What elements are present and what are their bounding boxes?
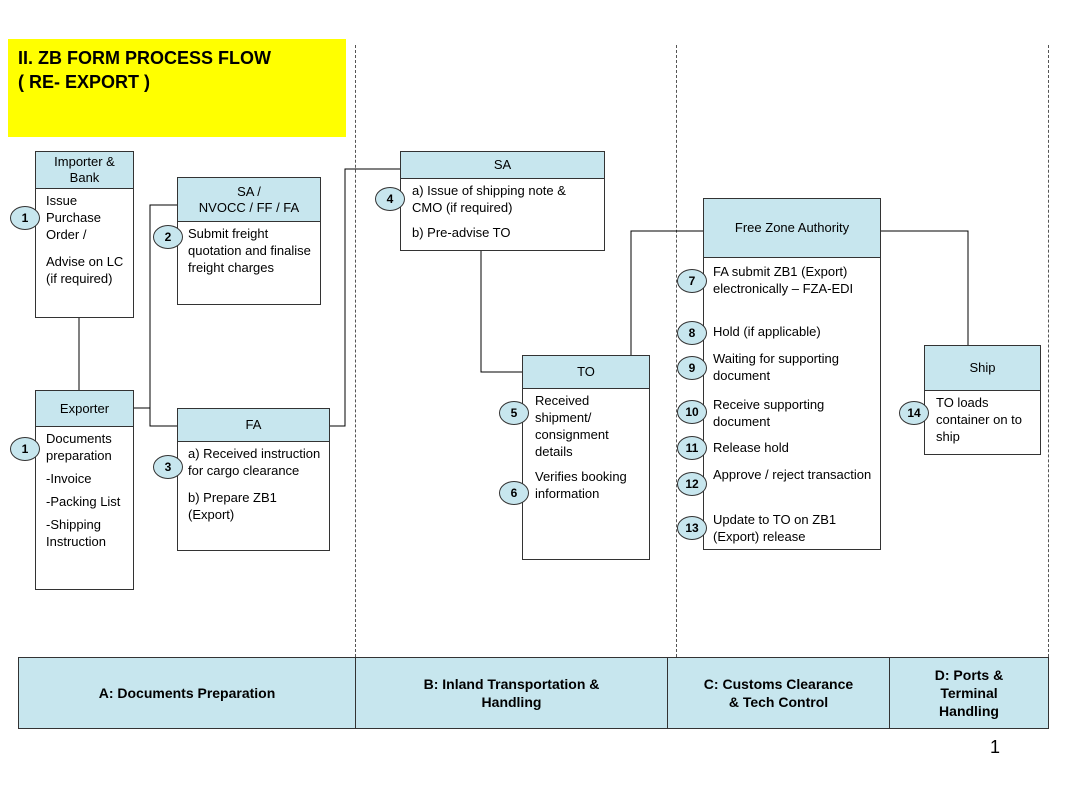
box-sa-nvocc-header: SA / NVOCC / FF / FA — [178, 178, 320, 222]
step-number-9: 9 — [677, 356, 707, 380]
title-line-2: ( RE- EXPORT ) — [18, 72, 151, 92]
step-number-1-importer: 1 — [10, 206, 40, 230]
box-sa-header: SA — [401, 152, 604, 179]
step-number-10: 10 — [677, 400, 707, 424]
box-exporter-header: Exporter — [36, 391, 133, 427]
connector-fza-ship — [881, 230, 969, 345]
fza-item-8: Hold (if applicable) — [713, 324, 821, 339]
box-ship: Ship TO loads container on to ship — [924, 345, 1041, 455]
step-number-7: 7 — [677, 269, 707, 293]
step-number-3: 3 — [153, 455, 183, 479]
step-number-11: 11 — [677, 436, 707, 460]
fza-item-10: Receive supporting document — [713, 397, 825, 429]
column-divider-a-b — [355, 45, 356, 657]
ship-item-1: TO loads container on to ship — [936, 395, 1023, 444]
title-line-1: II. ZB FORM PROCESS FLOW — [18, 48, 271, 68]
page-number: 1 — [990, 737, 1001, 757]
box-ship-header: Ship — [925, 346, 1040, 391]
box-exporter: Exporter Documents preparation -Invoice … — [35, 390, 134, 590]
sa-nvocc-item-1: Submit freight quotation and finalise fr… — [188, 226, 311, 275]
box-importer-header: Importer & Bank — [36, 152, 133, 189]
connector-sa-to — [480, 251, 522, 373]
exporter-item-1: Documents preparation — [46, 431, 112, 463]
box-sa-nvocc: SA / NVOCC / FF / FA Submit freight quot… — [177, 177, 321, 305]
step-number-1-exporter: 1 — [10, 437, 40, 461]
step-number-5: 5 — [499, 401, 529, 425]
column-divider-right — [1048, 45, 1049, 657]
fa-item-1: a) Received instruction for cargo cleara… — [188, 446, 321, 478]
importer-item-2: Advise on LC (if required) — [46, 254, 124, 286]
diagram-title: II. ZB FORM PROCESS FLOW ( RE- EXPORT ) — [8, 39, 346, 137]
stage-c: C: Customs Clearance & Tech Control — [667, 657, 890, 729]
fza-item-13: Update to TO on ZB1 (Export) release — [713, 512, 837, 544]
step-number-6: 6 — [499, 481, 529, 505]
step-number-13: 13 — [677, 516, 707, 540]
sa-item-2: b) Pre-advise TO — [412, 225, 511, 240]
step-number-12: 12 — [677, 472, 707, 496]
step-number-14: 14 — [899, 401, 929, 425]
exporter-item-2: -Invoice — [46, 471, 92, 486]
box-fa: FA a) Received instruction for cargo cle… — [177, 408, 330, 551]
fza-item-9: Waiting for supporting document — [713, 351, 839, 383]
box-fa-header: FA — [178, 409, 329, 442]
sa-item-1: a) Issue of shipping note & CMO (if requ… — [412, 183, 566, 215]
box-fza-header: Free Zone Authority — [704, 199, 880, 258]
step-number-4: 4 — [375, 187, 405, 211]
column-divider-b-c — [676, 45, 677, 657]
box-importer-bank: Importer & Bank Issue Purchase Order / A… — [35, 151, 134, 318]
box-to-header: TO — [523, 356, 649, 389]
fza-item-12: Approve / reject transaction — [713, 467, 872, 482]
box-sa: SA a) Issue of shipping note & CMO (if r… — [400, 151, 605, 251]
step-number-8: 8 — [677, 321, 707, 345]
exporter-item-3: -Packing List — [46, 494, 121, 509]
fza-item-7: FA submit ZB1 (Export) electronically – … — [713, 264, 854, 296]
stage-b: B: Inland Transportation & Handling — [355, 657, 668, 729]
fa-item-2: b) Prepare ZB1 (Export) — [188, 490, 277, 522]
stage-d: D: Ports & Terminal Handling — [889, 657, 1049, 729]
fza-item-11: Release hold — [713, 440, 789, 455]
step-number-2: 2 — [153, 225, 183, 249]
box-to: TO Received shipment/ consignment detail… — [522, 355, 650, 560]
to-item-2: Verifies booking information — [535, 469, 627, 501]
importer-item-1: Issue Purchase Order / — [46, 193, 101, 242]
to-item-1: Received shipment/ consignment details — [535, 393, 609, 459]
stage-a: A: Documents Preparation — [18, 657, 356, 729]
exporter-item-4: -Shipping Instruction — [46, 517, 106, 549]
